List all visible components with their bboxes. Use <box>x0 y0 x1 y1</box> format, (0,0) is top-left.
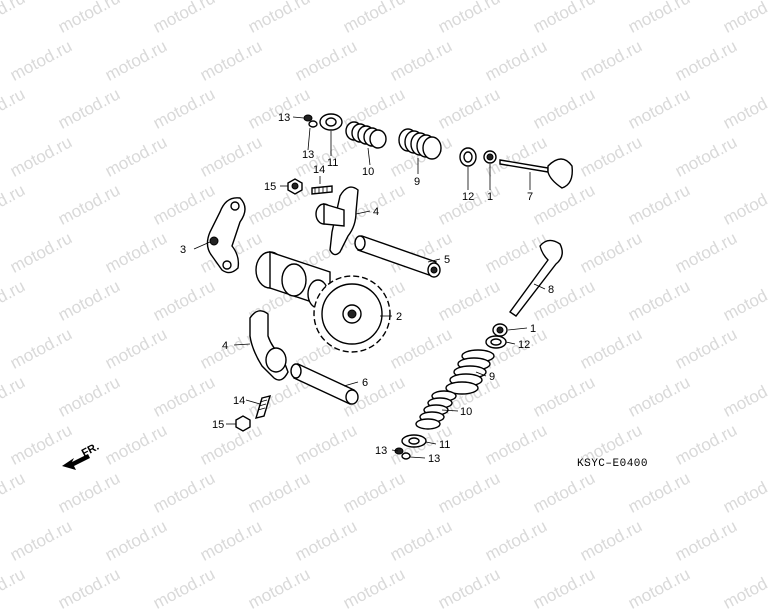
callout-15-lower: 15 <box>212 419 224 431</box>
callout-1-lower: 1 <box>530 323 536 335</box>
part-spring-seat-lower <box>485 335 507 349</box>
callout-13-lower-a: 13 <box>375 445 387 457</box>
callout-3: 3 <box>180 244 186 256</box>
part-lock-nut-lower <box>235 415 251 432</box>
callout-1-upper: 1 <box>487 191 493 203</box>
part-inner-spring-upper <box>345 121 387 149</box>
part-rocker-bracket-3 <box>206 197 246 274</box>
part-spring-seat-upper <box>459 147 477 167</box>
front-direction-arrow-icon: FR. <box>62 444 101 470</box>
callout-5: 5 <box>444 254 450 266</box>
callout-15-upper: 15 <box>264 181 276 193</box>
callout-14-upper: 14 <box>313 164 325 176</box>
part-spring-retainer-lower <box>401 434 427 448</box>
callout-14-lower: 14 <box>233 395 245 407</box>
callout-9-lower: 9 <box>489 371 495 383</box>
part-stem-seal-lower <box>492 323 508 337</box>
callout-7: 7 <box>527 191 533 203</box>
callout-6: 6 <box>362 377 368 389</box>
diagram-code: KSYC–E0400 <box>577 458 649 470</box>
callout-2: 2 <box>396 311 402 323</box>
part-lock-nut-upper <box>287 178 303 195</box>
callout-13-upper-b: 13 <box>302 149 314 161</box>
callout-12-lower: 12 <box>518 339 530 351</box>
callout-11-lower: 11 <box>439 439 450 451</box>
part-outer-spring-upper <box>398 128 442 160</box>
callout-11-upper: 11 <box>327 157 338 169</box>
callout-12-upper: 12 <box>462 191 474 203</box>
callout-13-upper-a: 13 <box>278 112 290 124</box>
part-spring-retainer-upper <box>319 113 343 131</box>
part-rocker-shaft-5 <box>354 235 441 278</box>
diagram-drawing: 13 13 11 10 9 12 1 7 14 15 3 4 5 2 4 6 1… <box>180 112 573 465</box>
part-valve-cotter-lower <box>394 447 411 460</box>
part-outer-spring-lower <box>445 349 495 395</box>
callout-8: 8 <box>548 284 554 296</box>
part-valve-cotter-upper <box>303 114 318 128</box>
callout-4-lower: 4 <box>222 340 228 352</box>
part-valve-7 <box>499 158 573 189</box>
callout-10-lower: 10 <box>460 406 472 418</box>
callout-10-upper: 10 <box>362 166 374 178</box>
part-inner-spring-lower <box>415 390 457 430</box>
callout-9-upper: 9 <box>414 176 420 188</box>
part-valve-8 <box>509 239 563 317</box>
leader-lines <box>193 116 546 459</box>
part-rocker-arm-lower <box>249 310 289 381</box>
part-adjusting-screw-upper <box>311 185 333 195</box>
part-adjusting-screw-lower <box>254 395 272 419</box>
part-rocker-arm-upper <box>315 186 359 256</box>
callout-13-lower-b: 13 <box>428 453 440 465</box>
part-stem-seal-upper <box>483 150 497 164</box>
callout-4-upper: 4 <box>373 206 379 218</box>
part-rocker-shaft-6 <box>290 363 359 405</box>
part-camshaft-sprocket-2 <box>255 251 391 353</box>
